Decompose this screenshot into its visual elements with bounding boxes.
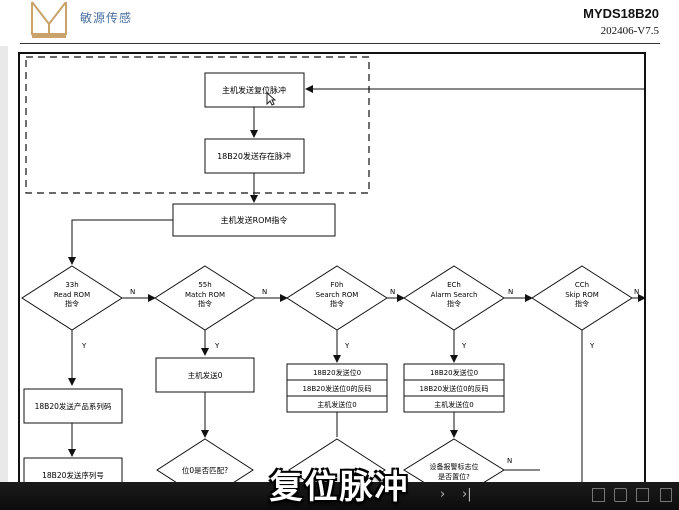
svg-text:18B20发送产品系列码: 18B20发送产品系列码 xyxy=(35,401,112,411)
mouse-cursor-icon xyxy=(266,92,276,106)
alarm-search-steps: 18B20发送位0 18B20发送位0的反码 主机发送位0 xyxy=(403,363,505,413)
n-label: N xyxy=(130,288,135,296)
svg-text:是否置位?: 是否置位? xyxy=(438,472,470,481)
svg-text:Read ROM: Read ROM xyxy=(54,291,90,299)
document-model: MYDS18B20 xyxy=(583,6,659,21)
svg-text:33h: 33h xyxy=(65,281,78,289)
brand-name: 敏源传感 xyxy=(80,11,133,25)
rom-command-box xyxy=(172,203,336,237)
diagram-frame xyxy=(18,52,646,482)
header-divider xyxy=(20,43,660,44)
reset-pulse-label: 主机发送复位脉冲 xyxy=(222,85,286,95)
reset-pulse-box xyxy=(204,72,305,108)
y-label: Y xyxy=(344,342,350,350)
y-label: Y xyxy=(81,342,87,350)
rom-command-flowchart: 主机发送复位脉冲 18B20发送存在脉冲 主机发送ROM指令 33h Read … xyxy=(18,52,646,482)
decision-search-rom: F0h Search ROM 指令 xyxy=(286,265,388,331)
company-logo xyxy=(31,1,67,38)
svg-text:指令: 指令 xyxy=(447,299,461,308)
svg-text:主机发送0: 主机发送0 xyxy=(188,370,223,380)
svg-text:18B20发送位0的反码: 18B20发送位0的反码 xyxy=(419,384,488,393)
svg-text:18B20发送序列号: 18B20发送序列号 xyxy=(42,470,104,480)
y-label: Y xyxy=(214,342,220,350)
svg-text:Skip ROM: Skip ROM xyxy=(565,291,599,299)
search-rom-steps: 18B20发送位0 18B20发送位0的反码 主机发送位0 xyxy=(286,363,388,413)
svg-text:主机发送位0: 主机发送位0 xyxy=(317,400,356,409)
n-label: N xyxy=(507,457,512,465)
y-label: Y xyxy=(461,342,467,350)
document-version: 202406-V7.5 xyxy=(600,25,659,37)
svg-text:位0是否匹配?: 位0是否匹配? xyxy=(182,465,228,475)
svg-text:指令: 指令 xyxy=(575,299,589,308)
svg-text:18B20发送位0: 18B20发送位0 xyxy=(430,368,478,377)
svg-text:ECh: ECh xyxy=(447,281,461,289)
decision-skip-rom: CCh Skip ROM 指令 xyxy=(531,265,633,331)
skip-last-icon[interactable]: ›| xyxy=(462,487,472,502)
decision-alarm-search: ECh Alarm Search 指令 xyxy=(403,265,505,331)
svg-text:F0h: F0h xyxy=(331,281,344,289)
read-rom-serial-box xyxy=(23,457,123,482)
n-label: N xyxy=(390,288,395,296)
fit-page-icon[interactable] xyxy=(614,488,627,502)
init-sequence-group xyxy=(25,56,370,194)
y-label: Y xyxy=(589,342,595,350)
presence-pulse-box xyxy=(204,138,305,174)
fullscreen-icon[interactable] xyxy=(636,488,649,502)
chevron-right-icon[interactable]: › xyxy=(440,487,446,502)
svg-text:设备报警标志位: 设备报警标志位 xyxy=(430,462,479,471)
n-label: N xyxy=(508,288,513,296)
alarm-flag-decision xyxy=(403,438,505,482)
match-bit-decision xyxy=(156,438,254,482)
search-decision xyxy=(288,438,386,482)
window-icon[interactable] xyxy=(660,488,672,502)
svg-text:指令: 指令 xyxy=(198,299,212,308)
svg-text:主机发送位0: 主机发送位0 xyxy=(434,400,473,409)
svg-text:18B20发送位0: 18B20发送位0 xyxy=(313,368,361,377)
read-rom-family-box xyxy=(23,388,123,424)
svg-text:Search ROM: Search ROM xyxy=(316,291,359,299)
decision-match-rom: 55h Match ROM 指令 xyxy=(154,265,256,331)
match-send-box xyxy=(155,357,255,393)
decision-read-rom: 33h Read ROM 指令 xyxy=(21,265,123,331)
svg-text:Alarm Search: Alarm Search xyxy=(431,291,478,299)
n-label: N xyxy=(262,288,267,296)
n-label: N xyxy=(634,288,639,296)
svg-text:指令: 指令 xyxy=(330,299,344,308)
svg-text:18B20发送位0的反码: 18B20发送位0的反码 xyxy=(302,384,371,393)
viewer-left-edge xyxy=(0,46,8,510)
viewer-toolbar xyxy=(0,482,679,510)
svg-text:指令: 指令 xyxy=(65,299,79,308)
rom-command-label: 主机发送ROM指令 xyxy=(221,215,288,225)
page-header: 敏源传感 MYDS18B20 202406-V7.5 xyxy=(0,0,679,46)
svg-text:CCh: CCh xyxy=(575,281,589,289)
svg-text:Match ROM: Match ROM xyxy=(185,291,225,299)
svg-text:55h: 55h xyxy=(198,281,211,289)
video-subtitle: 复位脉冲 xyxy=(269,467,410,506)
presence-pulse-label: 18B20发送存在脉冲 xyxy=(217,151,291,161)
page-view-icon[interactable] xyxy=(592,488,605,502)
